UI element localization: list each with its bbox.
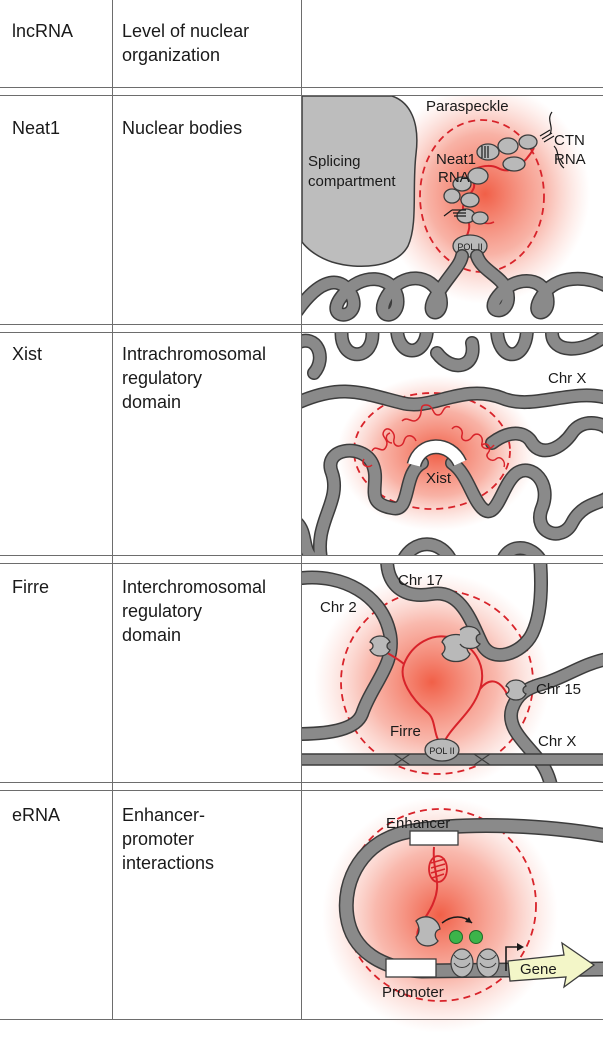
enhancer-box bbox=[409, 830, 459, 846]
row-xist-level: Intrachromosomal regulatory domain bbox=[122, 344, 267, 412]
row-xist-name: Xist bbox=[12, 344, 43, 364]
promoter-box bbox=[385, 958, 437, 978]
firre-chromosomes bbox=[302, 564, 603, 782]
ctn-rna-label-1: CTN bbox=[554, 132, 585, 149]
mediator-protein bbox=[415, 916, 441, 947]
xist-label: Xist bbox=[426, 470, 452, 487]
splicing-label-1: Splicing bbox=[308, 153, 361, 170]
green-factor-icon bbox=[449, 930, 463, 944]
row-neat1-name: Neat1 bbox=[12, 118, 61, 138]
firre-proteins bbox=[369, 625, 527, 701]
grid-line bbox=[112, 0, 113, 1020]
chr-x-chromatin bbox=[302, 333, 603, 555]
dna-loop bbox=[340, 819, 603, 978]
paraspeckle-label: Paraspeckle bbox=[426, 98, 509, 115]
tss-arrow bbox=[505, 946, 520, 971]
xist-locus bbox=[408, 440, 466, 468]
firre-panel: Chr 17 Chr 2 Chr 15 Chr X Firre POL II bbox=[302, 564, 603, 782]
green-factor-icon bbox=[469, 930, 483, 944]
gene-label: Gene bbox=[520, 961, 557, 978]
firre-glow bbox=[314, 572, 550, 782]
neat1-chromatin bbox=[302, 249, 603, 322]
row-erna-name: eRNA bbox=[12, 805, 61, 825]
chr-x-label: Chr X bbox=[548, 370, 586, 387]
row-firre-level: Interchromosomal regulatory domain bbox=[122, 577, 267, 645]
firre-pol-ii-label: POL II bbox=[429, 746, 454, 756]
chr15-label: Chr 15 bbox=[536, 681, 581, 698]
xist-territory-boundary bbox=[353, 392, 511, 510]
xist-rna-cloud bbox=[362, 404, 506, 468]
neat1-rna-label-2: RNA bbox=[438, 169, 470, 186]
chrx-label: Chr X bbox=[538, 733, 576, 750]
promoter-label: Promoter bbox=[382, 984, 444, 1001]
row-neat1-level: Nuclear bodies bbox=[122, 118, 243, 138]
neat1-rna-label-1: Neat1 bbox=[436, 151, 476, 168]
ctn-rna-label-2: RNA bbox=[554, 151, 586, 168]
header-lncrna: lncRNA bbox=[12, 21, 74, 41]
xist-panel: Chr X Xist bbox=[302, 333, 603, 555]
chr17-label: Chr 17 bbox=[398, 572, 443, 589]
grid-line bbox=[301, 0, 302, 1020]
header-level: Level of nuclear organization bbox=[122, 21, 250, 65]
erna-panel: Enhancer Promoter Gene bbox=[322, 797, 603, 1033]
splicing-label-2: compartment bbox=[308, 173, 396, 190]
rna-hairpins bbox=[443, 129, 555, 217]
splicing-compartment-shape bbox=[302, 96, 418, 267]
paraspeckle-glow bbox=[380, 96, 590, 304]
ctn-rna-strand bbox=[549, 111, 565, 169]
row-firre-name: Firre bbox=[12, 577, 49, 597]
pol-ii-label: POL II bbox=[457, 242, 482, 252]
neat1-panel: Paraspeckle Splicing compartment Neat1 R… bbox=[302, 96, 603, 322]
firre-pol-ii bbox=[424, 738, 460, 762]
gene-arrow bbox=[507, 941, 596, 989]
enhancer-label: Enhancer bbox=[386, 815, 450, 832]
chr2-label: Chr 2 bbox=[320, 599, 357, 616]
nucleosome-icons bbox=[450, 948, 500, 978]
row-erna-level: Enhancer- promoter interactions bbox=[122, 805, 215, 873]
firre-label: Firre bbox=[390, 723, 421, 740]
